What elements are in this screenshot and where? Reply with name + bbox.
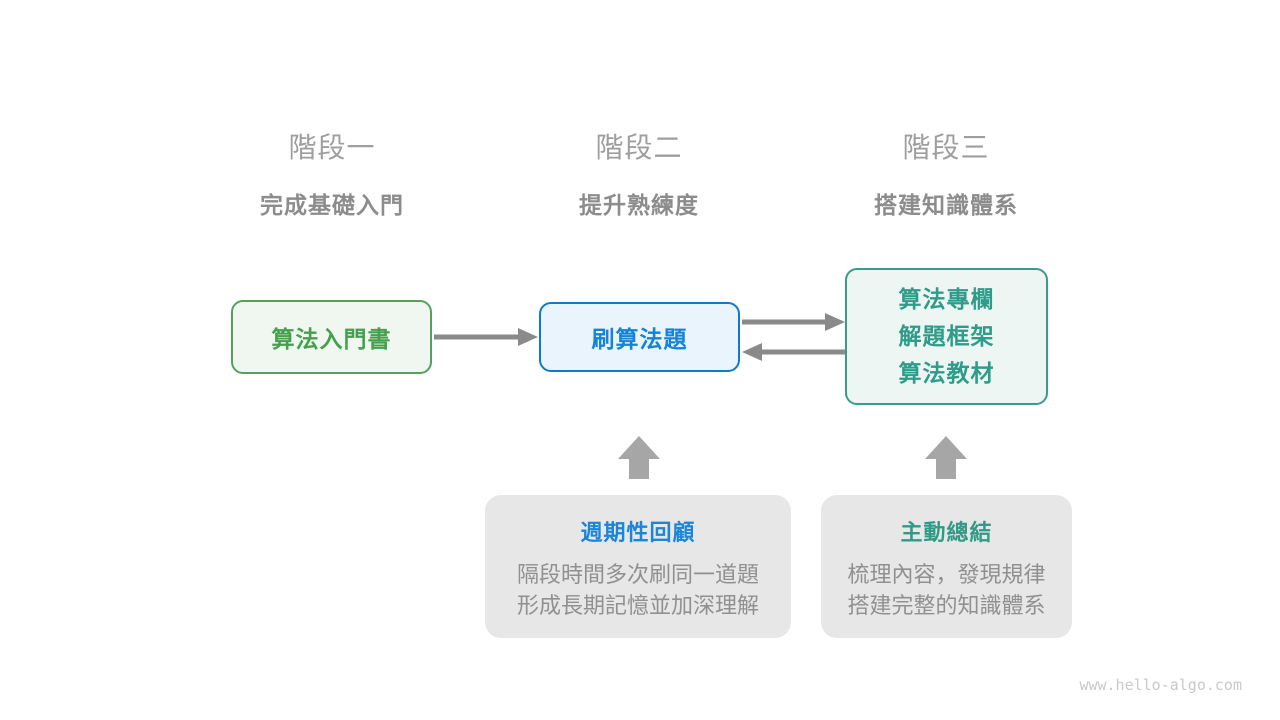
callout-periodic-review-body-line-1: 隔段時間多次刷同一道題 xyxy=(516,562,759,587)
callout-active-summary-body-line-1: 梳理內容，發現規律 xyxy=(847,562,1046,587)
callout-periodic-review: 週期性回顧 隔段時間多次刷同一道題 形成長期記憶並加深理解 xyxy=(485,495,791,638)
callout-periodic-review-title: 週期性回顧 xyxy=(580,520,696,545)
stage-header-3: 階段三 搭建知識體系 xyxy=(786,126,1106,220)
node-knowledge-sources: 算法專欄 解題框架 算法教材 xyxy=(845,268,1048,405)
arrow-knowledge-to-practice-icon xyxy=(742,343,845,361)
stage-2-subtitle: 提升熟練度 xyxy=(579,192,699,218)
callout-periodic-review-body: 隔段時間多次刷同一道題 形成長期記憶並加深理解 xyxy=(485,559,791,621)
arrow-intro-to-practice-icon xyxy=(434,328,538,346)
stage-header-2: 階段二 提升熟練度 xyxy=(479,126,799,220)
block-up-arrow-summary-icon xyxy=(925,436,967,479)
stage-header-1: 階段一 完成基礎入門 xyxy=(172,126,492,220)
node-intro-book: 算法入門書 xyxy=(231,300,432,374)
node-practice-problems: 刷算法題 xyxy=(539,302,740,372)
arrow-practice-to-knowledge-icon xyxy=(742,313,845,331)
node-intro-book-label: 算法入門書 xyxy=(271,326,392,352)
watermark: www.hello-algo.com xyxy=(1079,676,1242,694)
callout-active-summary-body-line-2: 搭建完整的知識體系 xyxy=(847,593,1046,618)
block-up-arrow-review-icon xyxy=(618,436,660,479)
node-knowledge-line-1: 算法專欄 xyxy=(898,286,995,312)
stage-3-subtitle: 搭建知識體系 xyxy=(874,192,1018,218)
stage-2-title: 階段二 xyxy=(595,132,683,163)
stage-3-title: 階段三 xyxy=(902,132,990,163)
callout-active-summary-title: 主動總結 xyxy=(900,520,993,545)
node-knowledge-line-3: 算法教材 xyxy=(898,360,995,386)
callout-periodic-review-body-line-2: 形成長期記憶並加深理解 xyxy=(516,593,759,618)
callout-active-summary-body: 梳理內容，發現規律 搭建完整的知識體系 xyxy=(821,559,1072,621)
stage-1-subtitle: 完成基礎入門 xyxy=(260,192,404,218)
stage-1-title: 階段一 xyxy=(288,132,376,163)
callout-active-summary: 主動總結 梳理內容，發現規律 搭建完整的知識體系 xyxy=(821,495,1072,638)
node-practice-problems-label: 刷算法題 xyxy=(591,326,688,352)
node-knowledge-line-2: 解題框架 xyxy=(898,323,995,349)
